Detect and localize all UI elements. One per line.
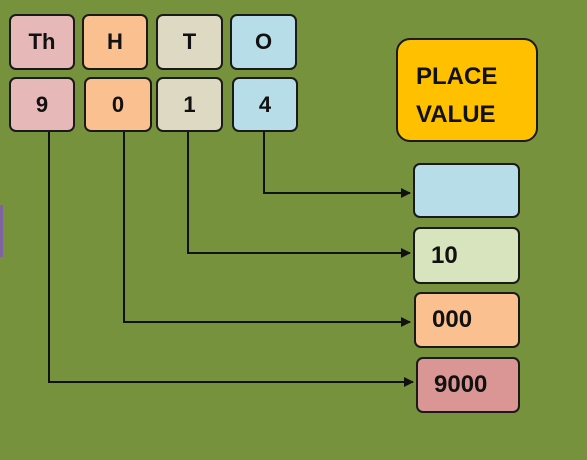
digit-thousands: 9 <box>9 77 75 132</box>
result-tens: 10 <box>413 227 520 284</box>
arrow-hundreds <box>123 132 411 327</box>
result-hundreds: 000 <box>414 292 520 348</box>
place-value-title: PLACE VALUE <box>396 38 538 142</box>
arrow-tens <box>187 132 411 258</box>
place-value-line-2: VALUE <box>416 101 496 128</box>
header-tens: T <box>156 14 223 70</box>
place-value-line-1: PLACE <box>416 63 498 90</box>
arrow-ones <box>263 132 411 198</box>
result-ones <box>413 163 520 218</box>
edge-tab <box>0 205 3 257</box>
result-thousands: 9000 <box>416 357 520 413</box>
arrow-thousands <box>48 132 414 387</box>
header-hundreds: H <box>82 14 148 70</box>
digit-ones: 4 <box>232 77 298 132</box>
header-thousands: Th <box>9 14 75 70</box>
digit-hundreds: 0 <box>84 77 152 132</box>
digit-tens: 1 <box>156 77 223 132</box>
header-ones: O <box>230 14 297 70</box>
